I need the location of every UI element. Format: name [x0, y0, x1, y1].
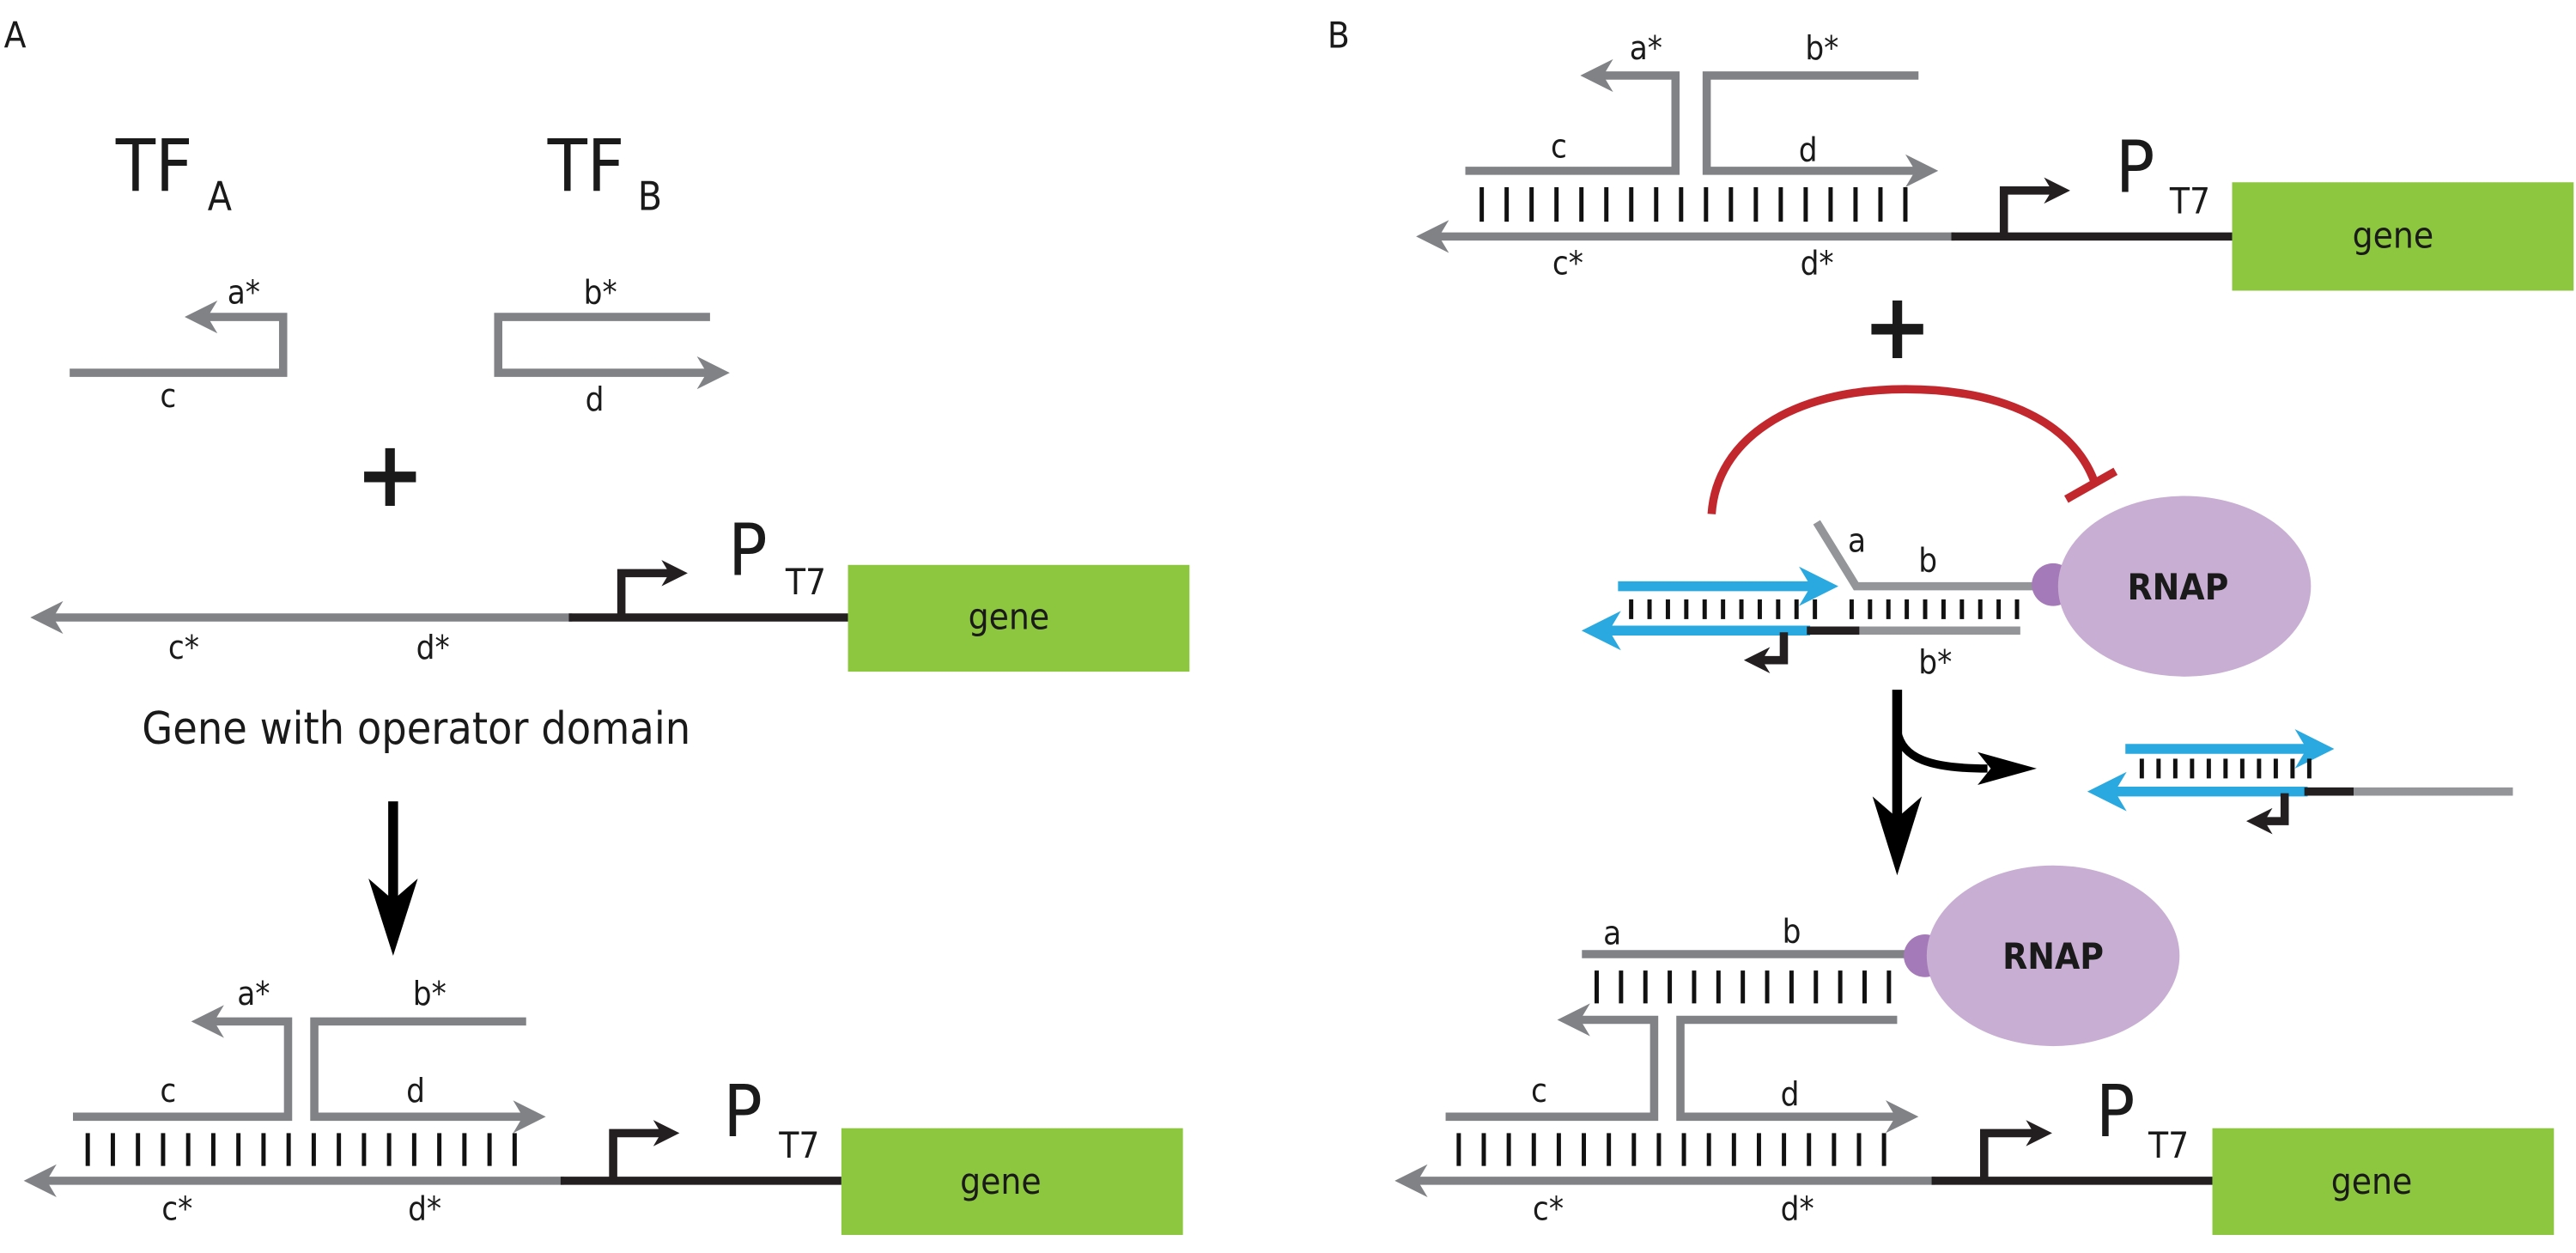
svg-text:a*: a*	[237, 976, 270, 1013]
svg-text:c: c	[1531, 1073, 1547, 1110]
base-pair-ticks	[1629, 599, 2020, 619]
released-duplex	[2087, 729, 2513, 835]
svg-text:c*: c*	[168, 630, 199, 667]
svg-text:d*: d*	[1781, 1191, 1814, 1229]
gene-box	[2232, 182, 2574, 291]
caption: Gene with operator domain	[142, 703, 690, 755]
base-pair-ticks	[2139, 758, 2312, 779]
svg-text:b*: b*	[413, 976, 447, 1013]
panel-b: B P T7 gene a* b* c d c* d* +	[1327, 14, 2574, 1235]
svg-text:c*: c*	[1533, 1191, 1564, 1229]
promoter-arrow-icon	[617, 560, 688, 617]
base-pair-ticks	[1456, 1133, 1886, 1166]
svg-text:b*: b*	[1805, 30, 1838, 68]
svg-text:gene: gene	[2353, 215, 2434, 257]
svg-text:T7: T7	[2148, 1124, 2189, 1166]
base-pair-ticks	[85, 1133, 517, 1166]
svg-text:TF: TF	[547, 124, 625, 208]
rnap-body	[1926, 865, 2180, 1047]
svg-text:d: d	[1781, 1076, 1800, 1114]
svg-text:c: c	[160, 378, 176, 416]
promoter-arrow-icon	[1999, 177, 2070, 237]
svg-text:b*: b*	[584, 275, 617, 313]
plus-sign: +	[1862, 274, 1932, 380]
top-complex-b: P T7 gene a* b* c d c* d*	[1416, 30, 2574, 291]
svg-text:TF: TF	[115, 124, 193, 208]
base-pair-ticks	[1595, 970, 1892, 1004]
gene-box	[2212, 1128, 2555, 1235]
svg-text:a: a	[1848, 522, 1866, 560]
panel-label-b: B	[1327, 14, 1350, 56]
tf-b-title: TF B	[547, 124, 662, 220]
svg-text:d: d	[1799, 131, 1818, 169]
gene-box	[841, 1128, 1183, 1235]
svg-text:P: P	[723, 1069, 762, 1153]
tf-b-strand: b* d	[494, 275, 730, 419]
svg-text:gene: gene	[960, 1160, 1042, 1202]
plus-sign: +	[355, 422, 425, 528]
promoter-arrow-icon	[1979, 1120, 2052, 1181]
svg-text:b*: b*	[1918, 644, 1952, 682]
rnap-body	[2057, 496, 2312, 677]
rnap-complex: RNAP a b b*	[1581, 496, 2312, 682]
promoter-arrow-icon	[609, 1120, 680, 1181]
svg-text:gene: gene	[2331, 1160, 2413, 1202]
reverse-promoter-arrow-icon	[1743, 632, 1789, 673]
svg-text:d*: d*	[416, 630, 450, 667]
svg-text:c*: c*	[1552, 245, 1583, 283]
svg-text:c: c	[160, 1073, 176, 1110]
svg-text:d: d	[406, 1073, 425, 1110]
svg-text:A: A	[208, 173, 232, 220]
svg-text:gene: gene	[969, 595, 1050, 637]
svg-text:P: P	[2096, 1069, 2136, 1153]
svg-text:b: b	[1783, 914, 1801, 952]
svg-text:P: P	[728, 508, 768, 592]
panel-a: A TF A TF B a* c b* d + P T	[4, 14, 1190, 1235]
svg-text:d*: d*	[1801, 245, 1834, 283]
svg-text:P: P	[2116, 125, 2155, 210]
tf-a-strand: a* c	[70, 275, 288, 416]
svg-text:T7: T7	[778, 1124, 819, 1166]
bound-complex-a: P T7 gene a* b* c d c* d*	[23, 976, 1183, 1235]
svg-text:RNAP: RNAP	[2128, 566, 2229, 608]
svg-text:a*: a*	[1630, 30, 1662, 68]
svg-text:d: d	[586, 381, 605, 419]
tf-a-title: TF A	[115, 124, 232, 220]
gene-construct: P T7 gene c* d*	[30, 508, 1190, 672]
gene-box	[848, 564, 1190, 672]
reaction-arrow-icon	[368, 801, 418, 956]
svg-text:c*: c*	[161, 1191, 192, 1229]
panel-label-a: A	[4, 14, 27, 56]
final-complex-b: P T7 gene RNAP a b c d c* d*	[1394, 865, 2555, 1235]
reaction-arrow-icon	[1872, 690, 2037, 876]
svg-text:b: b	[1918, 542, 1937, 580]
svg-text:B: B	[638, 173, 662, 220]
inhibition-arc-icon	[1707, 385, 2118, 514]
base-pair-ticks	[1479, 186, 1908, 222]
svg-text:a*: a*	[228, 275, 260, 313]
svg-text:T7: T7	[2169, 180, 2210, 222]
svg-text:c: c	[1551, 129, 1567, 167]
svg-text:RNAP: RNAP	[2002, 935, 2104, 977]
svg-text:a: a	[1603, 915, 1621, 953]
reverse-promoter-arrow-icon	[2245, 793, 2289, 835]
svg-text:T7: T7	[785, 561, 826, 603]
svg-text:d*: d*	[408, 1191, 441, 1229]
